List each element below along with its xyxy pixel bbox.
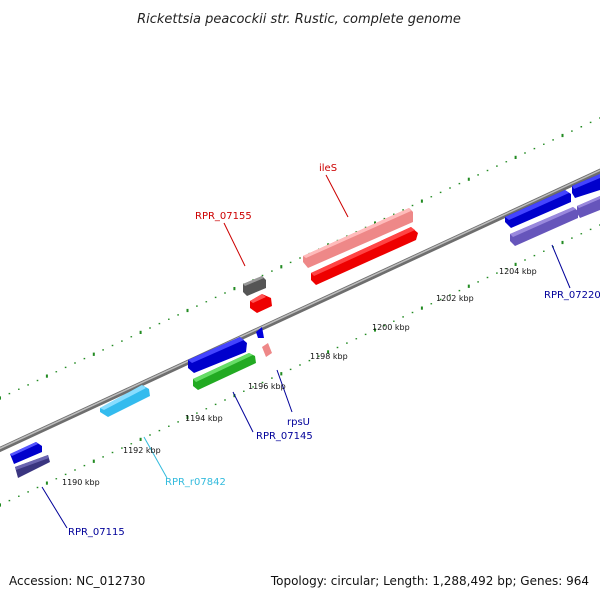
tick-label: 1194 kbp [185,414,223,423]
tick-label: 1198 kbp [310,352,348,361]
feature-right-edge-purple[interactable] [577,196,600,218]
feature-rpr-07115-a[interactable] [10,442,42,464]
kbp-tick-labels: 1190 kbp 1192 kbp 1194 kbp 1196 kbp 1198… [62,267,537,487]
feature-rpr-07220-purple[interactable] [510,207,578,246]
feature-rpsu-pink[interactable] [262,343,272,357]
feature-rpr-r07842[interactable] [100,385,150,417]
gene-label-rpsu[interactable]: rpsU [287,417,310,428]
accession-text: Accession: NC_012730 [9,574,145,588]
genome-backbone [0,168,600,453]
gene-label-rpr-07155[interactable]: RPR_07155 [195,211,252,222]
tick-label: 1202 kbp [436,294,474,303]
tick-label: 1200 kbp [372,323,410,332]
gene-label-rpr-07145[interactable]: RPR_07145 [256,431,313,442]
features [10,174,600,478]
feature-rpr-07145-blue[interactable] [188,337,247,373]
gene-label-iles[interactable]: ileS [319,163,337,174]
feature-right-edge-blue[interactable] [572,174,600,198]
feature-iles[interactable] [311,227,418,285]
gene-label-rpr-07115[interactable]: RPR_07115 [68,527,125,538]
tick-label: 1190 kbp [62,478,100,487]
genome-summary-text: Topology: circular; Length: 1,288,492 bp… [270,574,589,588]
feature-rpr-07145-green[interactable] [193,353,256,390]
tick-label: 1196 kbp [248,382,286,391]
feature-rpsu-blue[interactable] [256,327,264,338]
feature-rpr-07115-b[interactable] [15,455,50,478]
label-leader-lines [41,174,571,529]
feature-rpr-07155-red[interactable] [250,294,272,313]
tick-label: 1204 kbp [499,267,537,276]
gene-label-rpr-r07842[interactable]: RPR_r07842 [165,477,226,488]
feature-rpr-07155-gray[interactable] [243,276,266,296]
gene-label-rpr-07220[interactable]: RPR_07220 [544,290,600,301]
gene-labels: ileS RPR_07155 RPR_07220 RPR_07145 rpsU … [68,163,600,538]
map-title: Rickettsia peacockii str. Rustic, comple… [137,12,461,27]
tick-label: 1192 kbp [123,446,161,455]
feature-iles-light[interactable] [303,208,413,268]
feature-rpr-07220-blue[interactable] [505,190,571,228]
